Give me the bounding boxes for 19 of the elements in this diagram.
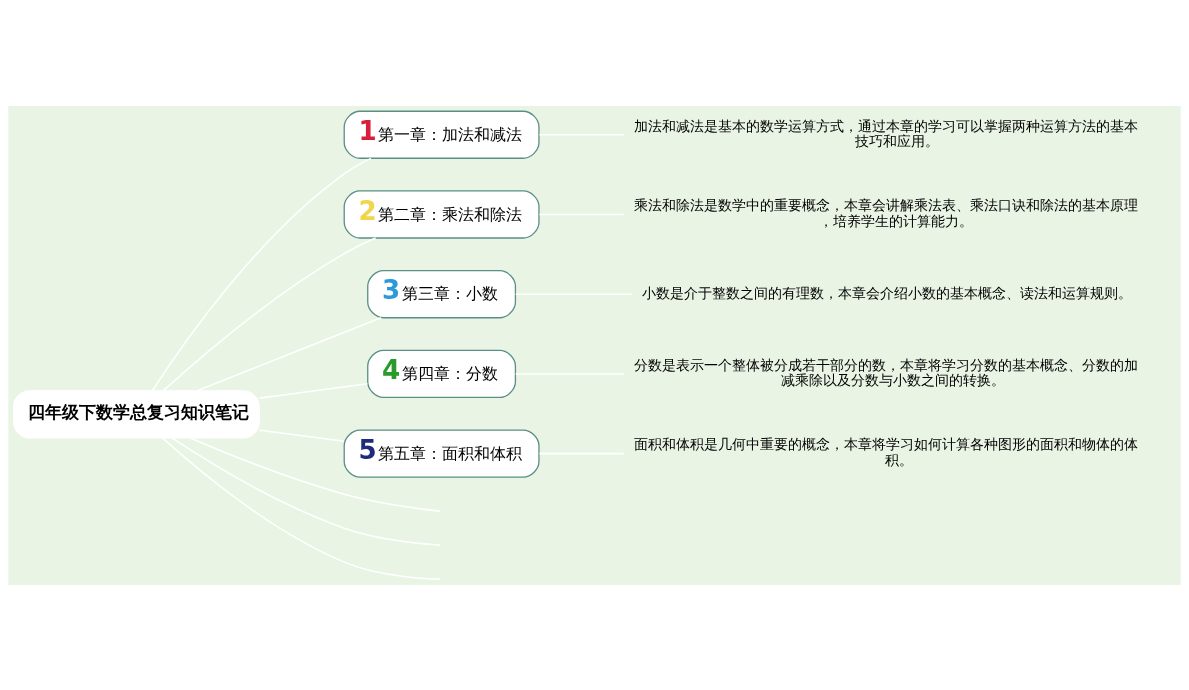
connector: [189, 436, 441, 512]
node-box: 5第五章：面积和体积: [343, 428, 540, 478]
node-text: 面积和体积是几何中重要的概念，本章将学习如何计算各种图形的面积和物体的体积。: [634, 435, 1139, 468]
connector: [151, 157, 372, 391]
node-box: 四年级下数学总复习知识笔记: [12, 389, 260, 439]
connector: [258, 382, 369, 399]
connector: [171, 436, 441, 546]
node-text: 分数是表示一个整体被分成若干部分的数，本章将学习分数的基本概念、分数的加减乘除以及分数与小数之间的转换。: [634, 356, 1139, 388]
node-box: 1第一章：加法和减法: [343, 110, 540, 159]
node-box: 4第四章：分数: [367, 349, 517, 398]
connector: [258, 428, 345, 442]
connector: [196, 316, 382, 392]
node-box: 3 第三章：小数: [367, 269, 517, 318]
connector: [162, 236, 377, 391]
node-text: 加法和减法是基本的数学运算方式，通过本章的学习可以掌握两种运算方法的基本技巧和应用。: [634, 117, 1139, 149]
connector: [162, 436, 441, 580]
node-box: 2第二章：乘法和除法: [343, 189, 540, 239]
node-text: 乘法和除法是数学中的重要概念，本章会讲解乘法表、乘法口诀和除法的基本原理，培养学生的计算能力。: [634, 196, 1139, 229]
node-text: 小数是介于整数之间的有理数，本章会介绍小数的基本概念、读法和运算规则。: [642, 284, 1133, 301]
